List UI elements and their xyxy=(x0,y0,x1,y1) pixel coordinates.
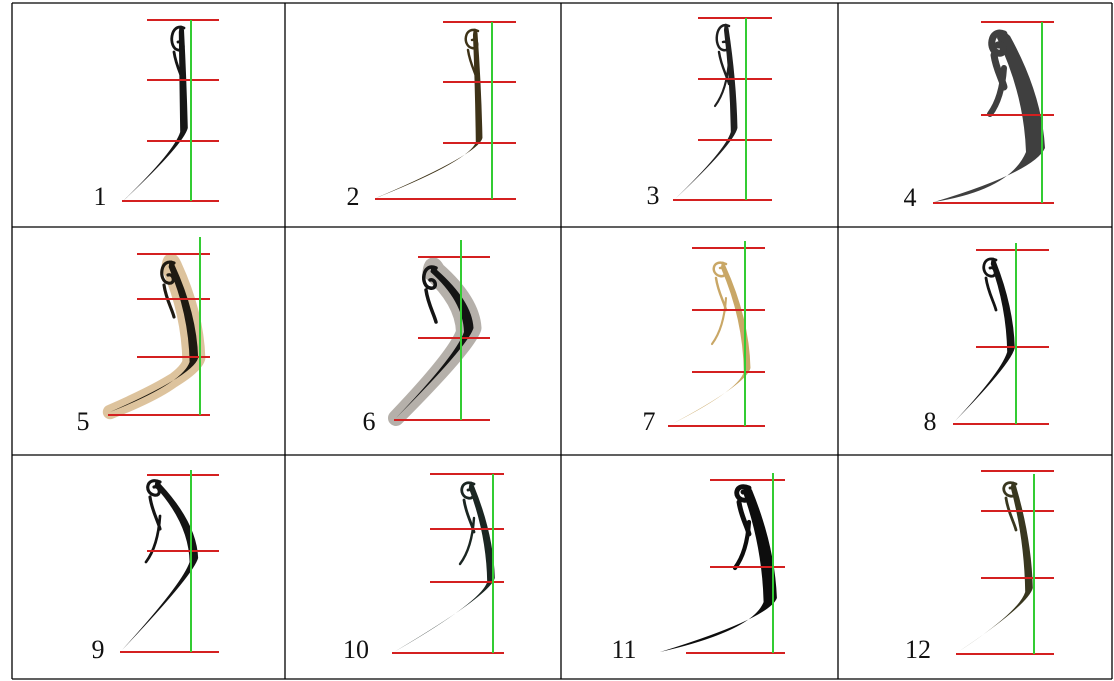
panel-label: 6 xyxy=(363,407,376,436)
panel-11: 11 xyxy=(611,473,785,664)
brush-stroke-tail xyxy=(735,522,749,568)
panel-label: 2 xyxy=(347,182,360,211)
panel-label: 1 xyxy=(94,182,107,211)
panel-7: 7 xyxy=(643,241,766,436)
brush-stroke-body xyxy=(376,28,482,198)
panel-label: 4 xyxy=(904,183,917,212)
brush-stroke-body xyxy=(123,25,188,201)
panel-label: 8 xyxy=(924,407,937,436)
brush-stroke-body xyxy=(955,257,1015,421)
panel-label: 3 xyxy=(647,181,660,210)
brush-stroke-hook xyxy=(1004,483,1016,530)
grid-borders xyxy=(12,3,1112,679)
panel-label: 7 xyxy=(643,407,656,436)
panel-label: 9 xyxy=(92,635,105,664)
brush-stroke-hook xyxy=(714,263,726,310)
panel-label: 10 xyxy=(343,635,369,664)
stroke-halo xyxy=(110,260,198,412)
brush-stroke-body xyxy=(958,481,1033,652)
panel-6: 6 xyxy=(363,240,491,436)
panel-10: 10 xyxy=(343,474,504,664)
panel-2: 2 xyxy=(347,22,517,211)
panel-1: 1 xyxy=(94,20,220,211)
panel-label: 5 xyxy=(77,407,90,436)
panel-12: 12 xyxy=(905,471,1054,664)
panel-label: 11 xyxy=(611,635,636,664)
panel-5: 5 xyxy=(77,237,211,436)
brush-stroke-body xyxy=(672,261,750,424)
brush-stroke-body xyxy=(660,485,777,652)
brush-stroke-body xyxy=(394,481,495,652)
panel-label: 12 xyxy=(905,635,931,664)
panel-4: 4 xyxy=(904,22,1055,212)
panel-3: 3 xyxy=(647,18,773,210)
brush-stroke-hook xyxy=(462,483,474,532)
panel-9: 9 xyxy=(92,470,220,664)
brush-stroke-body xyxy=(122,479,198,650)
panel-8: 8 xyxy=(924,243,1050,436)
